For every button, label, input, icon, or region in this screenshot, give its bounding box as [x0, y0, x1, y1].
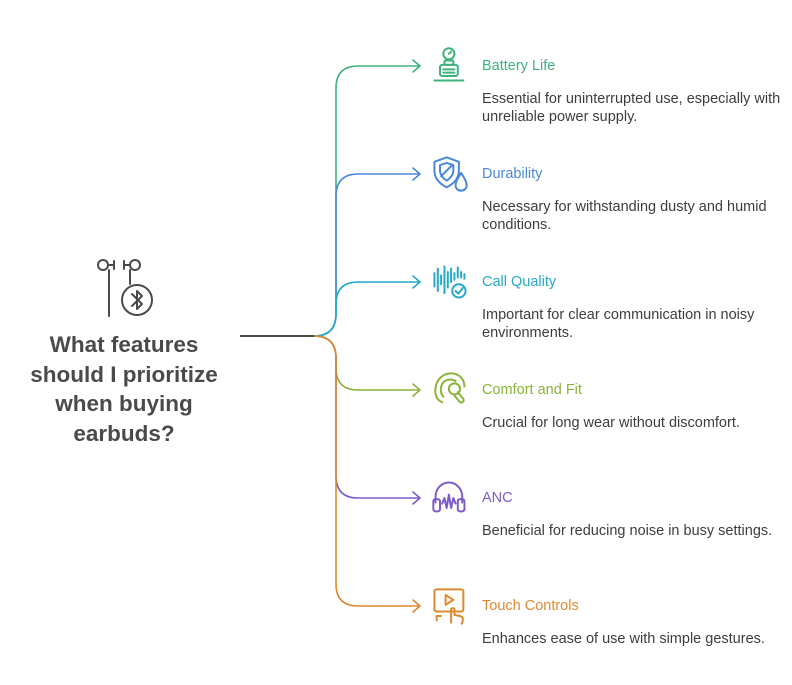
- branch-description-call-quality: Important for clear communication in noi…: [482, 307, 755, 341]
- branch-title-durability: Durability: [482, 166, 543, 182]
- branch-line-comfort-and-fit: [313, 335, 420, 391]
- arrowhead-battery-life: [412, 59, 421, 73]
- arrowhead-touch-controls: [412, 599, 421, 613]
- branch-description-touch-controls: Enhances ease of use with simple gesture…: [482, 631, 765, 647]
- shield-droplet-icon: [433, 156, 468, 192]
- battery-gauge-icon: [433, 47, 465, 82]
- arrowhead-call-quality: [412, 275, 421, 289]
- central-question: What features should I prioritize when b…: [30, 332, 218, 446]
- branch-title-comfort-and-fit: Comfort and Fit: [482, 382, 582, 398]
- touch-screen-icon: [433, 588, 465, 625]
- branch-title-call-quality: Call Quality: [482, 274, 557, 290]
- arrowhead-durability: [412, 167, 421, 181]
- branch-line-call-quality: [313, 281, 420, 337]
- headphones-icon: [432, 481, 466, 513]
- branch-line-touch-controls: [313, 335, 420, 607]
- branch-line-anc: [313, 335, 420, 499]
- branch-description-anc: Beneficial for reducing noise in busy se…: [482, 523, 773, 539]
- branch-line-battery-life: [313, 65, 420, 337]
- ear-earbud-icon: [434, 372, 466, 404]
- branch-description-comfort-and-fit: Crucial for long wear without discomfort…: [482, 415, 740, 431]
- branch-title-touch-controls: Touch Controls: [482, 598, 579, 614]
- arrowhead-comfort-and-fit: [412, 383, 421, 397]
- branch-title-anc: ANC: [482, 490, 513, 506]
- branch-description-battery-life: Essential for uninterrupted use, especia…: [482, 91, 781, 125]
- arrowhead-anc: [412, 491, 421, 505]
- soundwave-check-icon: [433, 265, 467, 299]
- earbuds-bluetooth-icon: [97, 259, 153, 317]
- branch-title-battery-life: Battery Life: [482, 58, 556, 74]
- branch-line-durability: [313, 173, 420, 337]
- branch-description-durability: Necessary for withstanding dusty and hum…: [482, 199, 767, 233]
